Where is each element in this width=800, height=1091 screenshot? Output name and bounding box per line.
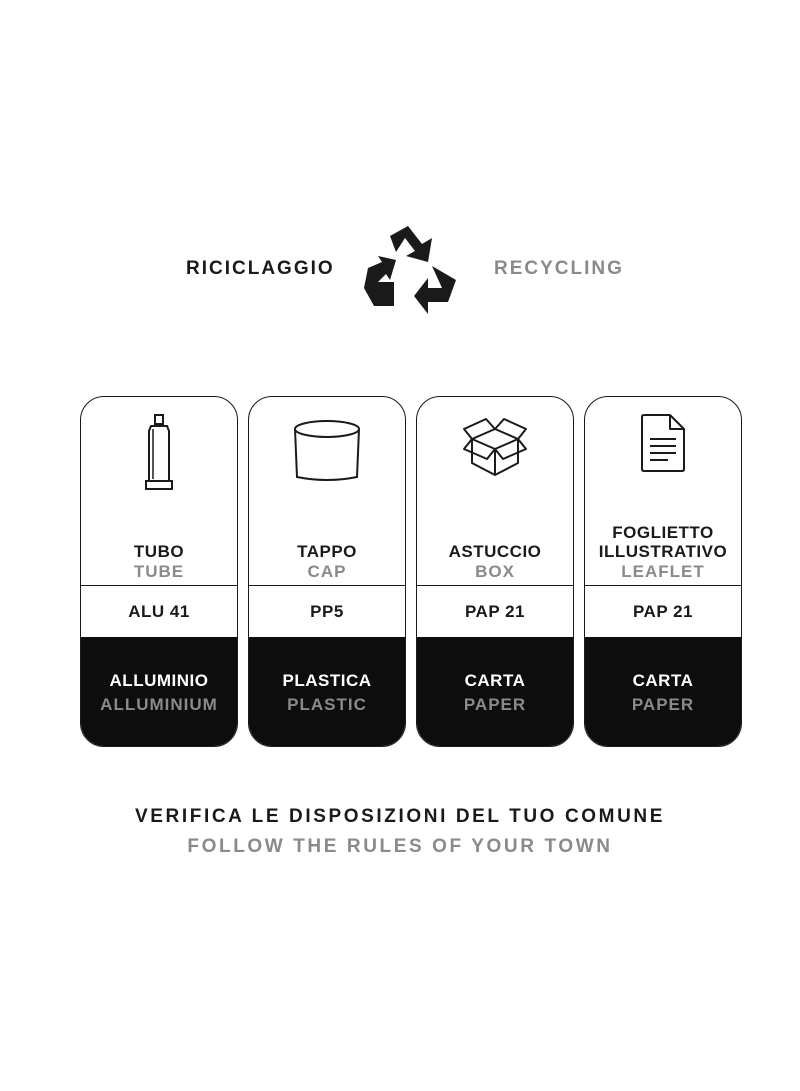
material-italian: CARTA [632, 670, 694, 690]
material-english: PAPER [463, 694, 527, 714]
material-english: ALLUMINIUM [100, 694, 218, 714]
material-code: PP5 [249, 585, 405, 637]
material-code: PAP 21 [417, 585, 573, 637]
box-icon [463, 418, 527, 476]
item-name-italian: TAPPO [297, 542, 357, 561]
material-italian: CARTA [464, 670, 526, 690]
card-box: ASTUCCIO BOX PAP 21 CARTA PAPER [416, 396, 574, 747]
material-code: PAP 21 [585, 585, 741, 637]
material-band: PLASTICA PLASTIC [249, 637, 405, 746]
recycling-cards: TUBO TUBE ALU 41 ALLUMINIO ALLUMINIUM TA… [80, 396, 742, 749]
item-name-english: LEAFLET [621, 562, 705, 581]
tube-icon [145, 414, 173, 490]
material-code: ALU 41 [81, 585, 237, 637]
card-leaflet: FOGLIETTO ILLUSTRATIVO LEAFLET PAP 21 CA… [584, 396, 742, 747]
material-italian: PLASTICA [282, 670, 372, 690]
recycle-icon [364, 226, 456, 314]
material-band: CARTA PAPER [585, 637, 741, 746]
card-cap: TAPPO CAP PP5 PLASTICA PLASTIC [248, 396, 406, 747]
item-name-italian-line2: ILLUSTRATIVO [598, 542, 728, 561]
item-name-italian-line1: FOGLIETTO [612, 523, 714, 542]
item-name-italian: ASTUCCIO [448, 542, 542, 561]
material-band: CARTA PAPER [417, 637, 573, 746]
footer-italian: VERIFICA LE DISPOSIZIONI DEL TUO COMUNE [135, 806, 665, 827]
title-english: RECYCLING [494, 258, 624, 279]
card-tube: TUBO TUBE ALU 41 ALLUMINIO ALLUMINIUM [80, 396, 238, 747]
item-name-english: BOX [475, 562, 515, 581]
item-name-english: CAP [307, 562, 347, 581]
item-name-italian: TUBO [133, 542, 185, 561]
header: RICICLAGGIO RECYCLING [0, 222, 800, 317]
title-italian: RICICLAGGIO [186, 258, 335, 279]
cap-icon [294, 420, 360, 481]
material-band: ALLUMINIO ALLUMINIUM [81, 637, 237, 746]
footer-english: FOLLOW THE RULES OF YOUR TOWN [187, 836, 613, 857]
item-name-english: TUBE [133, 562, 185, 581]
material-english: PAPER [631, 694, 695, 714]
material-english: PLASTIC [287, 694, 367, 714]
material-italian: ALLUMINIO [109, 670, 209, 690]
footer: VERIFICA LE DISPOSIZIONI DEL TUO COMUNE … [0, 802, 800, 862]
leaflet-icon [641, 414, 685, 472]
